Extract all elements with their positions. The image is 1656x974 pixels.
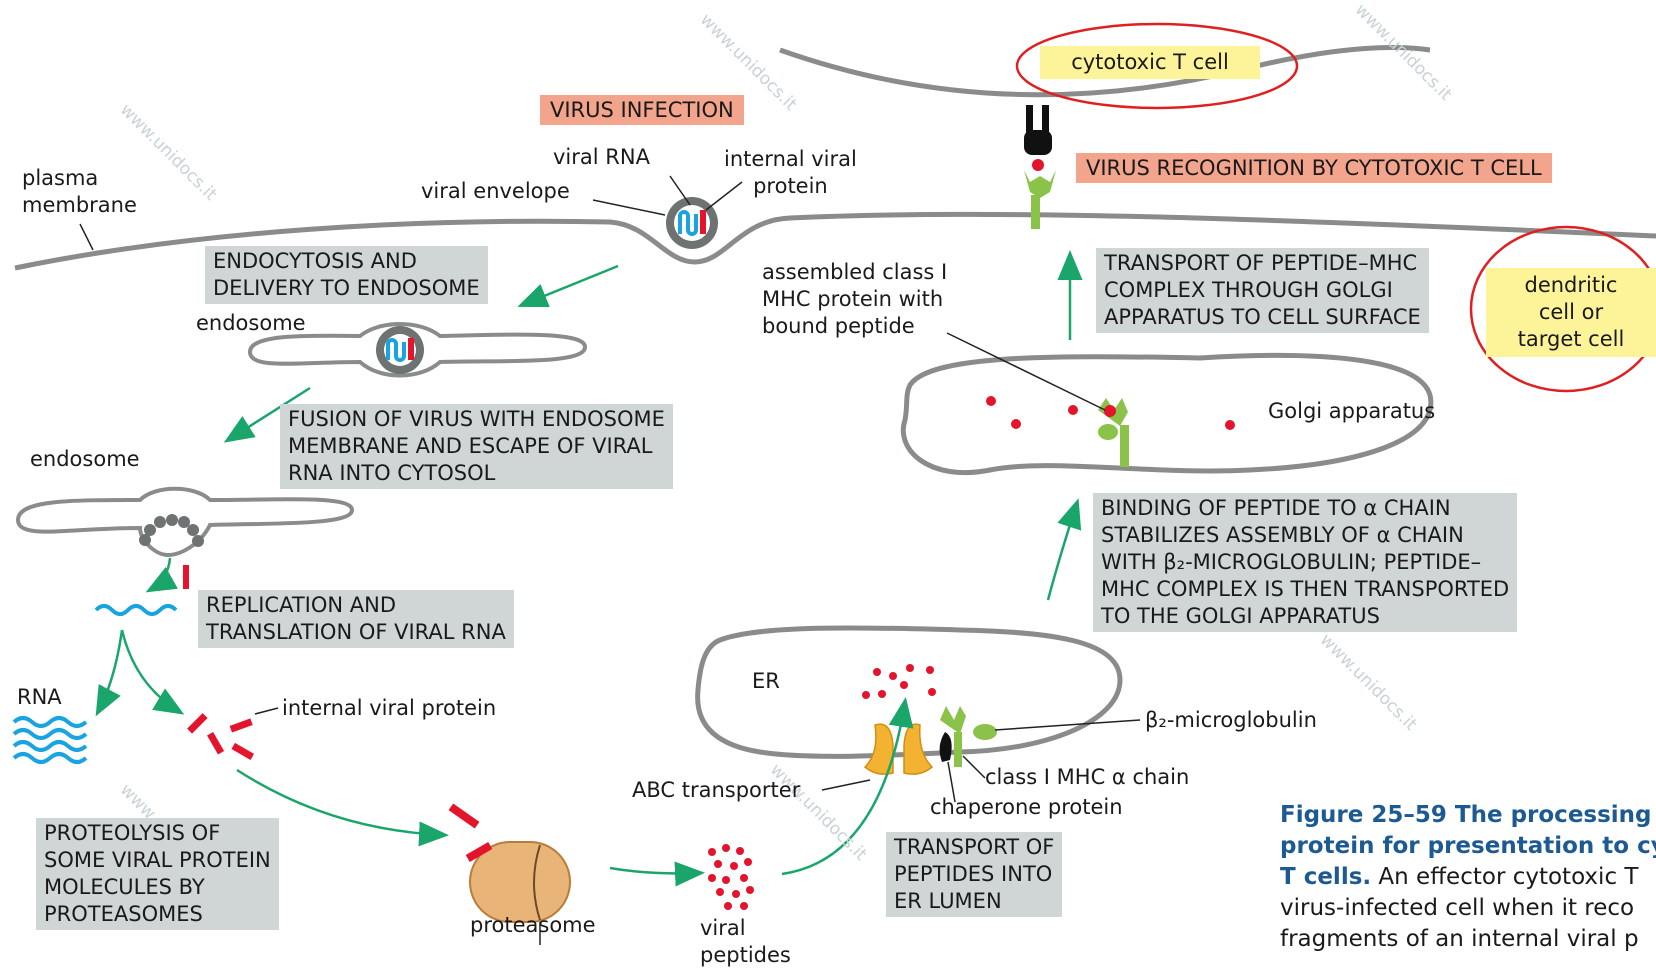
cytotoxic-t-cell-highlight [1015, 22, 1299, 110]
viral-peptides-label: viral peptides [700, 916, 791, 967]
abc-transporter [863, 723, 934, 775]
endosome-1-label: endosome [196, 311, 306, 335]
endosome-2-label: endosome [30, 447, 140, 471]
viral-protein-fragment [183, 565, 189, 589]
golgi-label: Golgi apparatus [1268, 399, 1436, 423]
plasma-membrane [14, 211, 1656, 271]
b2m-pointer [994, 719, 1141, 731]
golgi-mhc-complex [1098, 398, 1129, 467]
caption-line-1: Figure 25–59 The processing [1280, 802, 1652, 828]
dendritic-cell-highlight [1469, 225, 1656, 393]
viral-peptides [708, 844, 754, 910]
fusion-step: FUSION OF VIRUS WITH ENDOSOME MEMBRANE A… [280, 404, 673, 489]
abc-transporter-label: ABC transporter [632, 778, 801, 802]
plasma-membrane-pointer [79, 223, 94, 251]
rna-copies [12, 716, 88, 764]
caption-line-4: virus-infected cell when it reco [1280, 895, 1635, 921]
virus-fusing [139, 514, 204, 547]
chaperone-pointer [947, 761, 956, 803]
er-mhc-complex [939, 706, 997, 767]
virus-infection-label: VIRUS INFECTION [540, 95, 744, 125]
caption-line-2: protein for presentation to cy [1280, 833, 1656, 859]
assembled-mhc-pointer [946, 332, 1106, 411]
viral-rna-pointer [669, 175, 691, 206]
abc-transporter-pointer [821, 779, 871, 791]
er-outline [695, 625, 1123, 759]
internal-viral-protein-label: internal viral protein [282, 696, 497, 720]
virus-in-endosome [376, 326, 424, 374]
proteolysis-step: PROTEOLYSIS OF SOME VIRAL PROTEIN MOLECU… [36, 818, 279, 930]
virus-recognition-label: VIRUS RECOGNITION BY CYTOTOXIC T CELL [1076, 153, 1552, 183]
caption-line-3-text: An effector cytotoxic T [1371, 864, 1639, 890]
internal-viral-protein-top-label: internal viral protein [724, 147, 857, 198]
plasma-membrane-label: plasma membrane [22, 166, 137, 217]
proteasome [448, 803, 571, 923]
golgi-peptides [986, 396, 1235, 430]
transport-er-step: TRANSPORT OF PEPTIDES INTO ER LUMEN [886, 832, 1063, 917]
viral-rna-label: viral RNA [553, 145, 650, 169]
er-lumen-peptides [862, 664, 936, 699]
endocytosis-step: ENDOCYTOSIS AND DELIVERY TO ENDOSOME [205, 246, 488, 304]
replication-step: REPLICATION AND TRANSLATION OF VIRAL RNA [198, 590, 514, 648]
mhc-alpha-pointer [962, 755, 986, 779]
viral-rna-strand [94, 604, 178, 616]
process-arrows [95, 250, 1083, 887]
golgi-outline [900, 352, 1434, 476]
t-cell-membrane [779, 45, 1431, 98]
internal-viral-proteins [187, 713, 255, 760]
transport-golgi-step: TRANSPORT OF PEPTIDE–MHC COMPLEX THROUGH… [1096, 248, 1429, 333]
figure-caption: Figure 25–59 The processing protein for … [1280, 800, 1656, 955]
viral-envelope-label: viral envelope [421, 179, 570, 203]
binding-step: BINDING OF PEPTIDE TO α CHAIN STABILIZES… [1093, 493, 1518, 632]
internal-viral-protein-label-pointer [254, 707, 279, 715]
chaperone-label: chaperone protein [930, 795, 1123, 819]
caption-line-5: fragments of an internal viral p [1280, 926, 1639, 952]
rna-label: RNA [17, 685, 62, 709]
assembled-mhc-label: assembled class I MHC protein with bound… [762, 260, 948, 338]
dendritic-cell-label: dendritic cell or target cell [1486, 268, 1656, 357]
b2m-label: β₂-microglobulin [1145, 708, 1317, 732]
virus-particle [666, 197, 718, 249]
caption-line-3-bold: T cells. [1280, 864, 1372, 890]
proteasome-label: proteasome [470, 913, 596, 937]
cytotoxic-t-cell-label: cytotoxic T cell [1040, 46, 1260, 79]
viral-envelope-pointer [592, 199, 666, 216]
mhc-alpha-label: class I MHC α chain [985, 765, 1190, 789]
er-label: ER [752, 669, 780, 693]
internal-viral-protein-pointer [705, 181, 743, 211]
tcr-mhc-recognition [1024, 105, 1056, 229]
